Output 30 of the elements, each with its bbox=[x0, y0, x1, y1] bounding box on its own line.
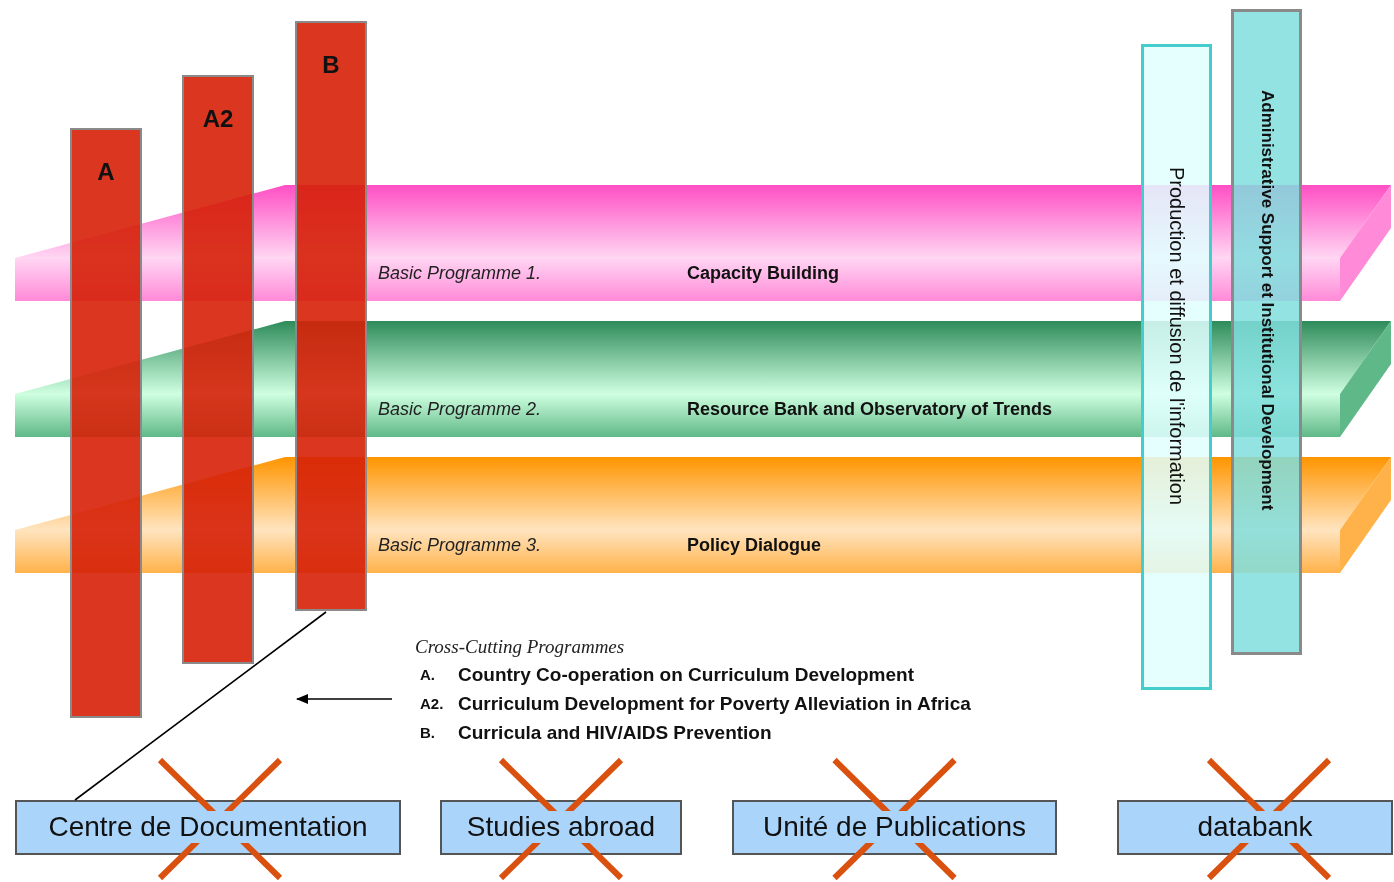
unit-name: databank bbox=[1195, 811, 1315, 843]
programme-bar bbox=[295, 21, 367, 611]
legend-heading: Cross-Cutting Programmes bbox=[415, 636, 625, 658]
programme-title: Resource Bank and Observatory of Trends bbox=[687, 399, 1053, 420]
vertical-band bbox=[1141, 44, 1212, 690]
legend-text: Curriculum Development for Poverty Alleviation in Africa bbox=[458, 693, 971, 715]
legend-text: Curricula and HIV/AIDS Prevention bbox=[458, 722, 772, 744]
vertical-band bbox=[1231, 9, 1302, 655]
programme-number: Basic Programme 2. bbox=[378, 399, 542, 420]
legend-key: A. bbox=[420, 666, 435, 683]
programme-bar bbox=[70, 128, 142, 718]
bar-letter: A2 bbox=[202, 105, 234, 133]
unit-box bbox=[15, 800, 401, 855]
programme-number: Basic Programme 1. bbox=[378, 263, 542, 284]
connector-line bbox=[74, 611, 327, 801]
unit-box bbox=[440, 800, 682, 855]
legend-text: Country Co-operation on Curriculum Development bbox=[458, 664, 915, 686]
legend-key: B. bbox=[420, 724, 435, 741]
unit-box bbox=[732, 800, 1057, 855]
programme-bar bbox=[182, 75, 254, 664]
bar-letter: B bbox=[322, 51, 340, 79]
band-label: Administrative Support et Institutional Development bbox=[1256, 90, 1277, 511]
programme-title: Policy Dialogue bbox=[687, 535, 822, 556]
programme-number: Basic Programme 3. bbox=[378, 535, 542, 556]
bar-letter: A bbox=[97, 158, 115, 186]
band-label: Production et diffusion de l'information bbox=[1165, 167, 1188, 506]
unit-box bbox=[1117, 800, 1393, 855]
programme-title: Capacity Building bbox=[687, 263, 839, 284]
legend-key: A2. bbox=[420, 695, 444, 712]
arrow bbox=[296, 694, 393, 704]
